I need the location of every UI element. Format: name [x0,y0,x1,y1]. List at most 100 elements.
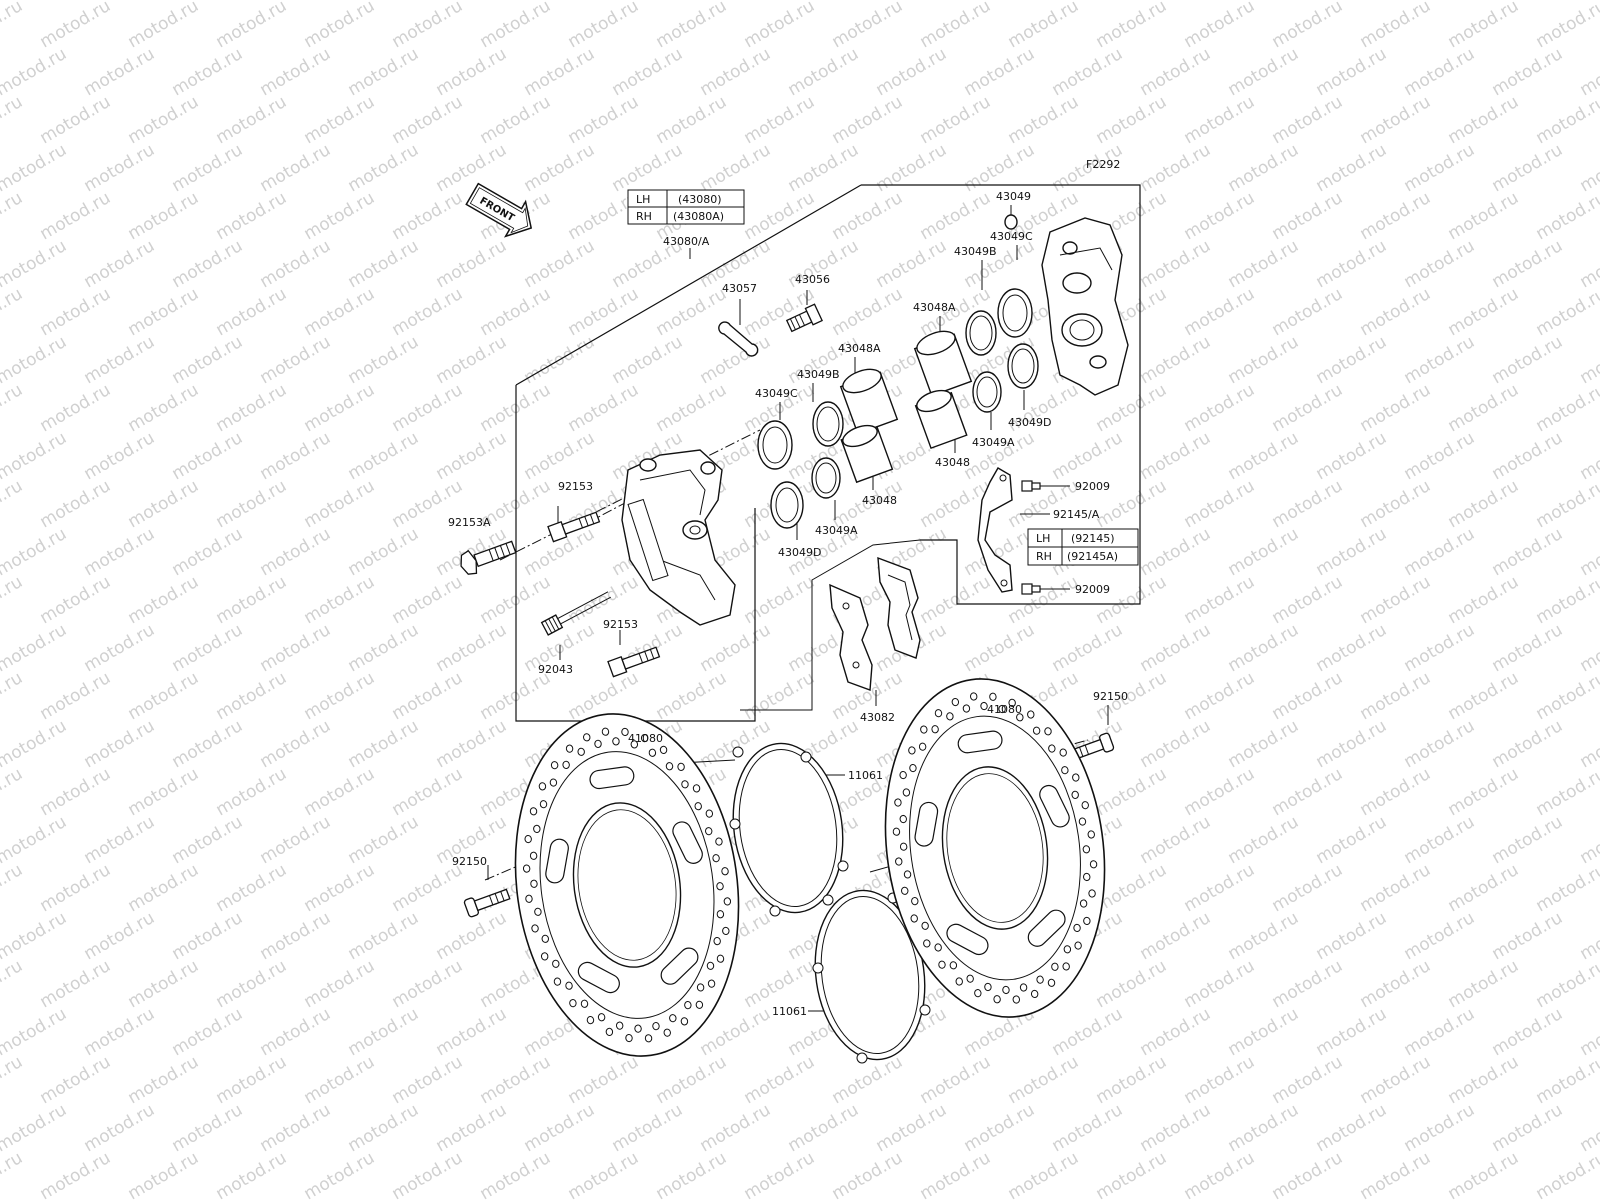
label-43049A-left: 43049A [815,524,858,537]
disc-slot [1027,909,1066,947]
watermark-text: motod.ru [1489,620,1567,676]
piston-43048-right [914,389,968,450]
watermark-text: motod.ru [1489,908,1567,964]
bracket-side-table: LH (92145) RH (92145A) [1027,528,1139,566]
watermark-text: motod.ru [389,1052,467,1108]
disc-hole [648,748,657,757]
watermark-text: motod.ru [1577,140,1600,196]
watermark-text: motod.ru [81,44,159,100]
watermark-text: motod.ru [257,332,335,388]
watermark-text: motod.ru [389,284,467,340]
watermark-text: motod.ru [1313,140,1391,196]
watermark-text: motod.ru [1357,1148,1435,1200]
disc-hole [538,782,547,791]
watermark-text: motod.ru [1313,812,1391,868]
watermark-text: motod.ru [0,860,26,916]
watermark-text: motod.ru [0,1148,26,1200]
watermark-text: motod.ru [1577,1004,1600,1060]
part-labels: 43080/A 43057 43056 43048A 43049B 43049C… [448,190,1128,1018]
disc-hole [529,851,538,860]
disc-hole [630,740,639,749]
watermark-text: motod.ru [1093,92,1171,148]
disc-hole [713,937,721,946]
disc-hole [899,770,907,780]
watermark-text: motod.ru [917,92,995,148]
watermark-text: motod.ru [125,572,203,628]
watermark-text: motod.ru [1225,908,1303,964]
watermark-text: motod.ru [81,236,159,292]
disc-hole [969,692,978,701]
label-43048A-left: 43048A [838,342,881,355]
disc-hole [901,886,909,895]
disc-hole [1047,978,1056,987]
watermark-text: motod.ru [1137,44,1215,100]
watermark-text: motod.ru [1577,812,1600,868]
bolt-92153-bottom [607,646,661,678]
disc-hole [894,798,902,807]
disc-hole [601,727,610,736]
disc-hole [524,834,532,844]
watermark-text: motod.ru [653,668,731,724]
brake-disc-41080-right [884,678,1106,1018]
disc-hole [1073,923,1081,933]
watermark-text: motod.ru [169,812,247,868]
watermark-text: motod.ru [1357,284,1435,340]
watermark-text: motod.ru [169,44,247,100]
disc-hole [909,763,917,773]
watermark-text: motod.ru [1181,764,1259,820]
watermark-text: motod.ru [1181,1148,1259,1200]
watermark-text: motod.ru [1137,1100,1215,1156]
disc-hole [1083,916,1091,926]
watermark-text: motod.ru [257,428,335,484]
watermark-text: motod.ru [213,92,291,148]
watermark-text: motod.ru [477,1052,555,1108]
label-43049-right: 43049 [996,190,1031,203]
watermark-text: motod.ru [257,236,335,292]
watermark-text: motod.ru [1577,908,1600,964]
watermark-text: motod.ru [1533,668,1600,724]
disc-hole [1079,899,1088,908]
watermark-text: motod.ru [389,1148,467,1200]
label-92150-left: 92150 [452,855,487,868]
watermark-text: motod.ru [1401,236,1479,292]
label-43049D-left: 43049D [778,546,821,559]
watermark-text: motod.ru [0,1004,70,1060]
watermark-text: motod.ru [0,332,70,388]
label-43049C-left: 43049C [755,387,798,400]
left-pistons-seals [757,368,899,529]
watermark-text: motod.ru [1225,716,1303,772]
watermark-text: motod.ru [1093,0,1171,52]
brake-pads-43082 [829,556,921,691]
label-92153-top: 92153 [558,480,593,493]
watermark-text: motod.ru [301,572,379,628]
watermark-text: motod.ru [1269,188,1347,244]
watermark-text: motod.ru [1357,764,1435,820]
watermark-text: motod.ru [1533,380,1600,436]
label-43056: 43056 [795,273,830,286]
gasket-11061-top [729,742,849,917]
watermark-text: motod.ru [1269,380,1347,436]
disc-hole [565,981,573,990]
watermark-text: motod.ru [917,1052,995,1108]
watermark-text: motod.ru [1269,476,1347,532]
watermark-text: motod.ru [1577,716,1600,772]
watermark-text: motod.ru [1181,0,1259,52]
watermark-text: motod.ru [37,1052,115,1108]
watermark-text: motod.ru [0,716,70,772]
piston-43048A-right [913,330,973,397]
disc-hole [531,924,539,933]
disc-hole [1078,817,1087,826]
watermark-text: motod.ru [1445,188,1523,244]
watermark-text: motod.ru [477,0,555,52]
watermark-text: motod.ru [389,380,467,436]
disc-slot [946,923,989,956]
bleeder-cap-43057 [718,321,759,357]
watermark-text: motod.ru [433,140,511,196]
watermark-text: motod.ru [257,524,335,580]
disc-hole [533,824,541,833]
watermark-text: motod.ru [609,44,687,100]
watermark-text: motod.ru [1401,620,1479,676]
watermark-text: motod.ru [1445,92,1523,148]
watermark-text: motod.ru [81,1004,159,1060]
label-92153-bottom: 92153 [603,618,638,631]
